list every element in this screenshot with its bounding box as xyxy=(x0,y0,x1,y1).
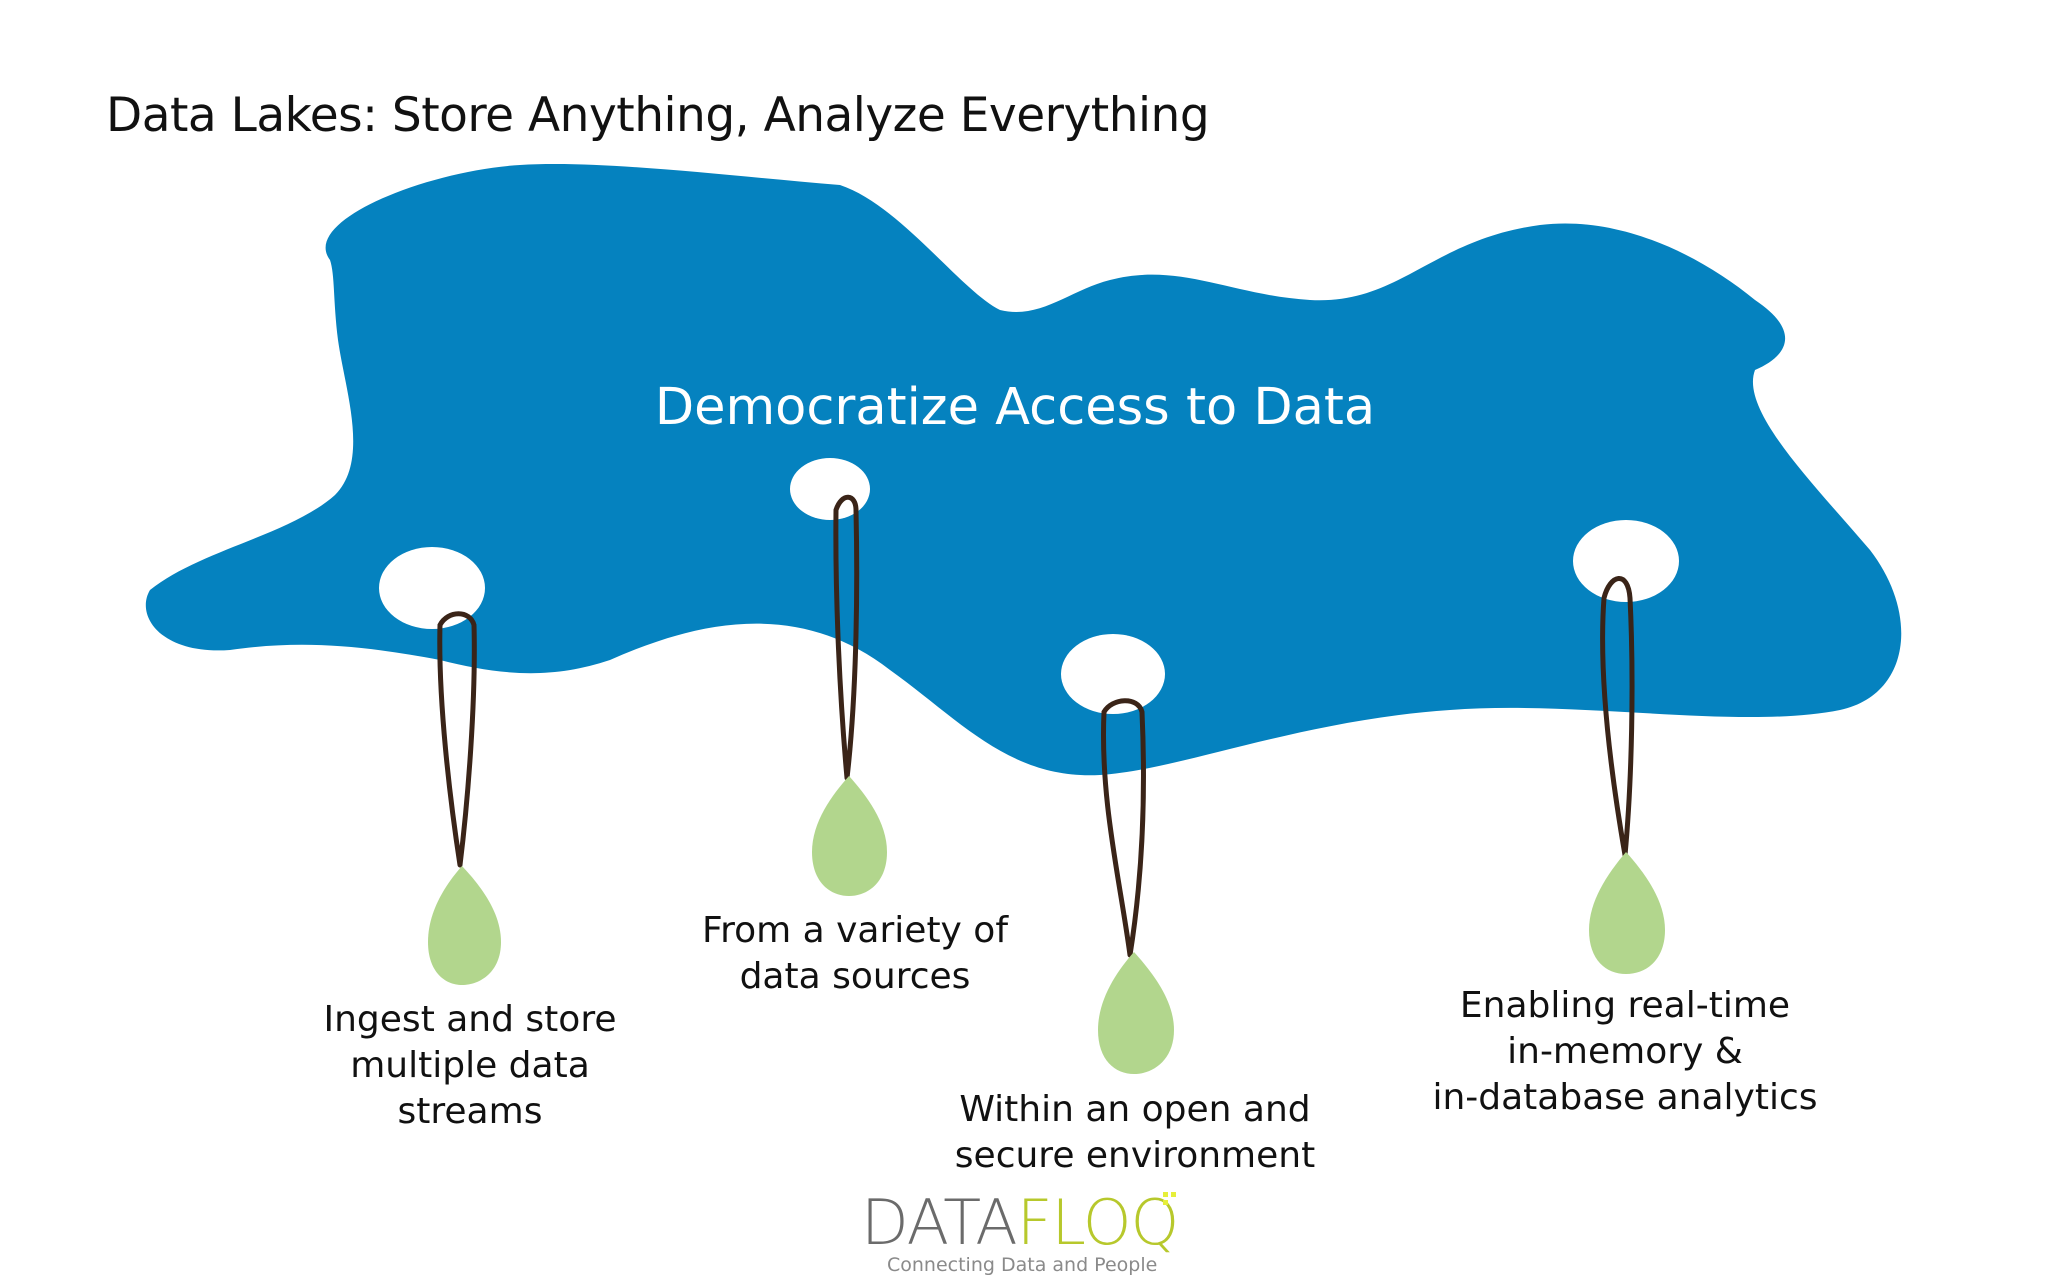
center-label: Democratize Access to Data xyxy=(654,378,1376,437)
datafloq-logo: DATAFLOQ Connecting Data and People xyxy=(845,1188,1205,1280)
logo-floq-text: FLOQ xyxy=(1016,1186,1180,1259)
string-2 xyxy=(833,494,860,781)
caption-ingest: Ingest and store multiple data streams xyxy=(323,999,617,1132)
logo-dots-icon xyxy=(1163,1192,1176,1205)
lake-hole-4 xyxy=(1573,520,1679,602)
drop-1 xyxy=(428,866,501,985)
drop-3 xyxy=(1098,952,1174,1074)
logo-data-text: DATA xyxy=(861,1186,1018,1259)
caption-sources: From a variety of data sources xyxy=(701,910,1009,997)
caption-analytics: Enabling real-time in-memory & in-databa… xyxy=(1432,985,1818,1118)
lake-hole-1 xyxy=(379,547,485,629)
string-4 xyxy=(1600,576,1635,858)
lake-hole-3 xyxy=(1061,634,1165,714)
logo-tagline: Connecting Data and People xyxy=(887,1254,1158,1276)
string-3 xyxy=(1101,698,1146,958)
lake-hole-2 xyxy=(790,458,870,520)
drop-2 xyxy=(812,776,887,896)
lake-shape xyxy=(145,164,1902,776)
drop-4 xyxy=(1589,852,1665,974)
slide-title: Data Lakes: Store Anything, Analyze Ever… xyxy=(106,88,1210,143)
caption-environment: Within an open and secure environment xyxy=(954,1089,1316,1176)
string-1 xyxy=(437,611,477,868)
logo-wordmark: DATAFLOQ xyxy=(861,1186,1180,1259)
